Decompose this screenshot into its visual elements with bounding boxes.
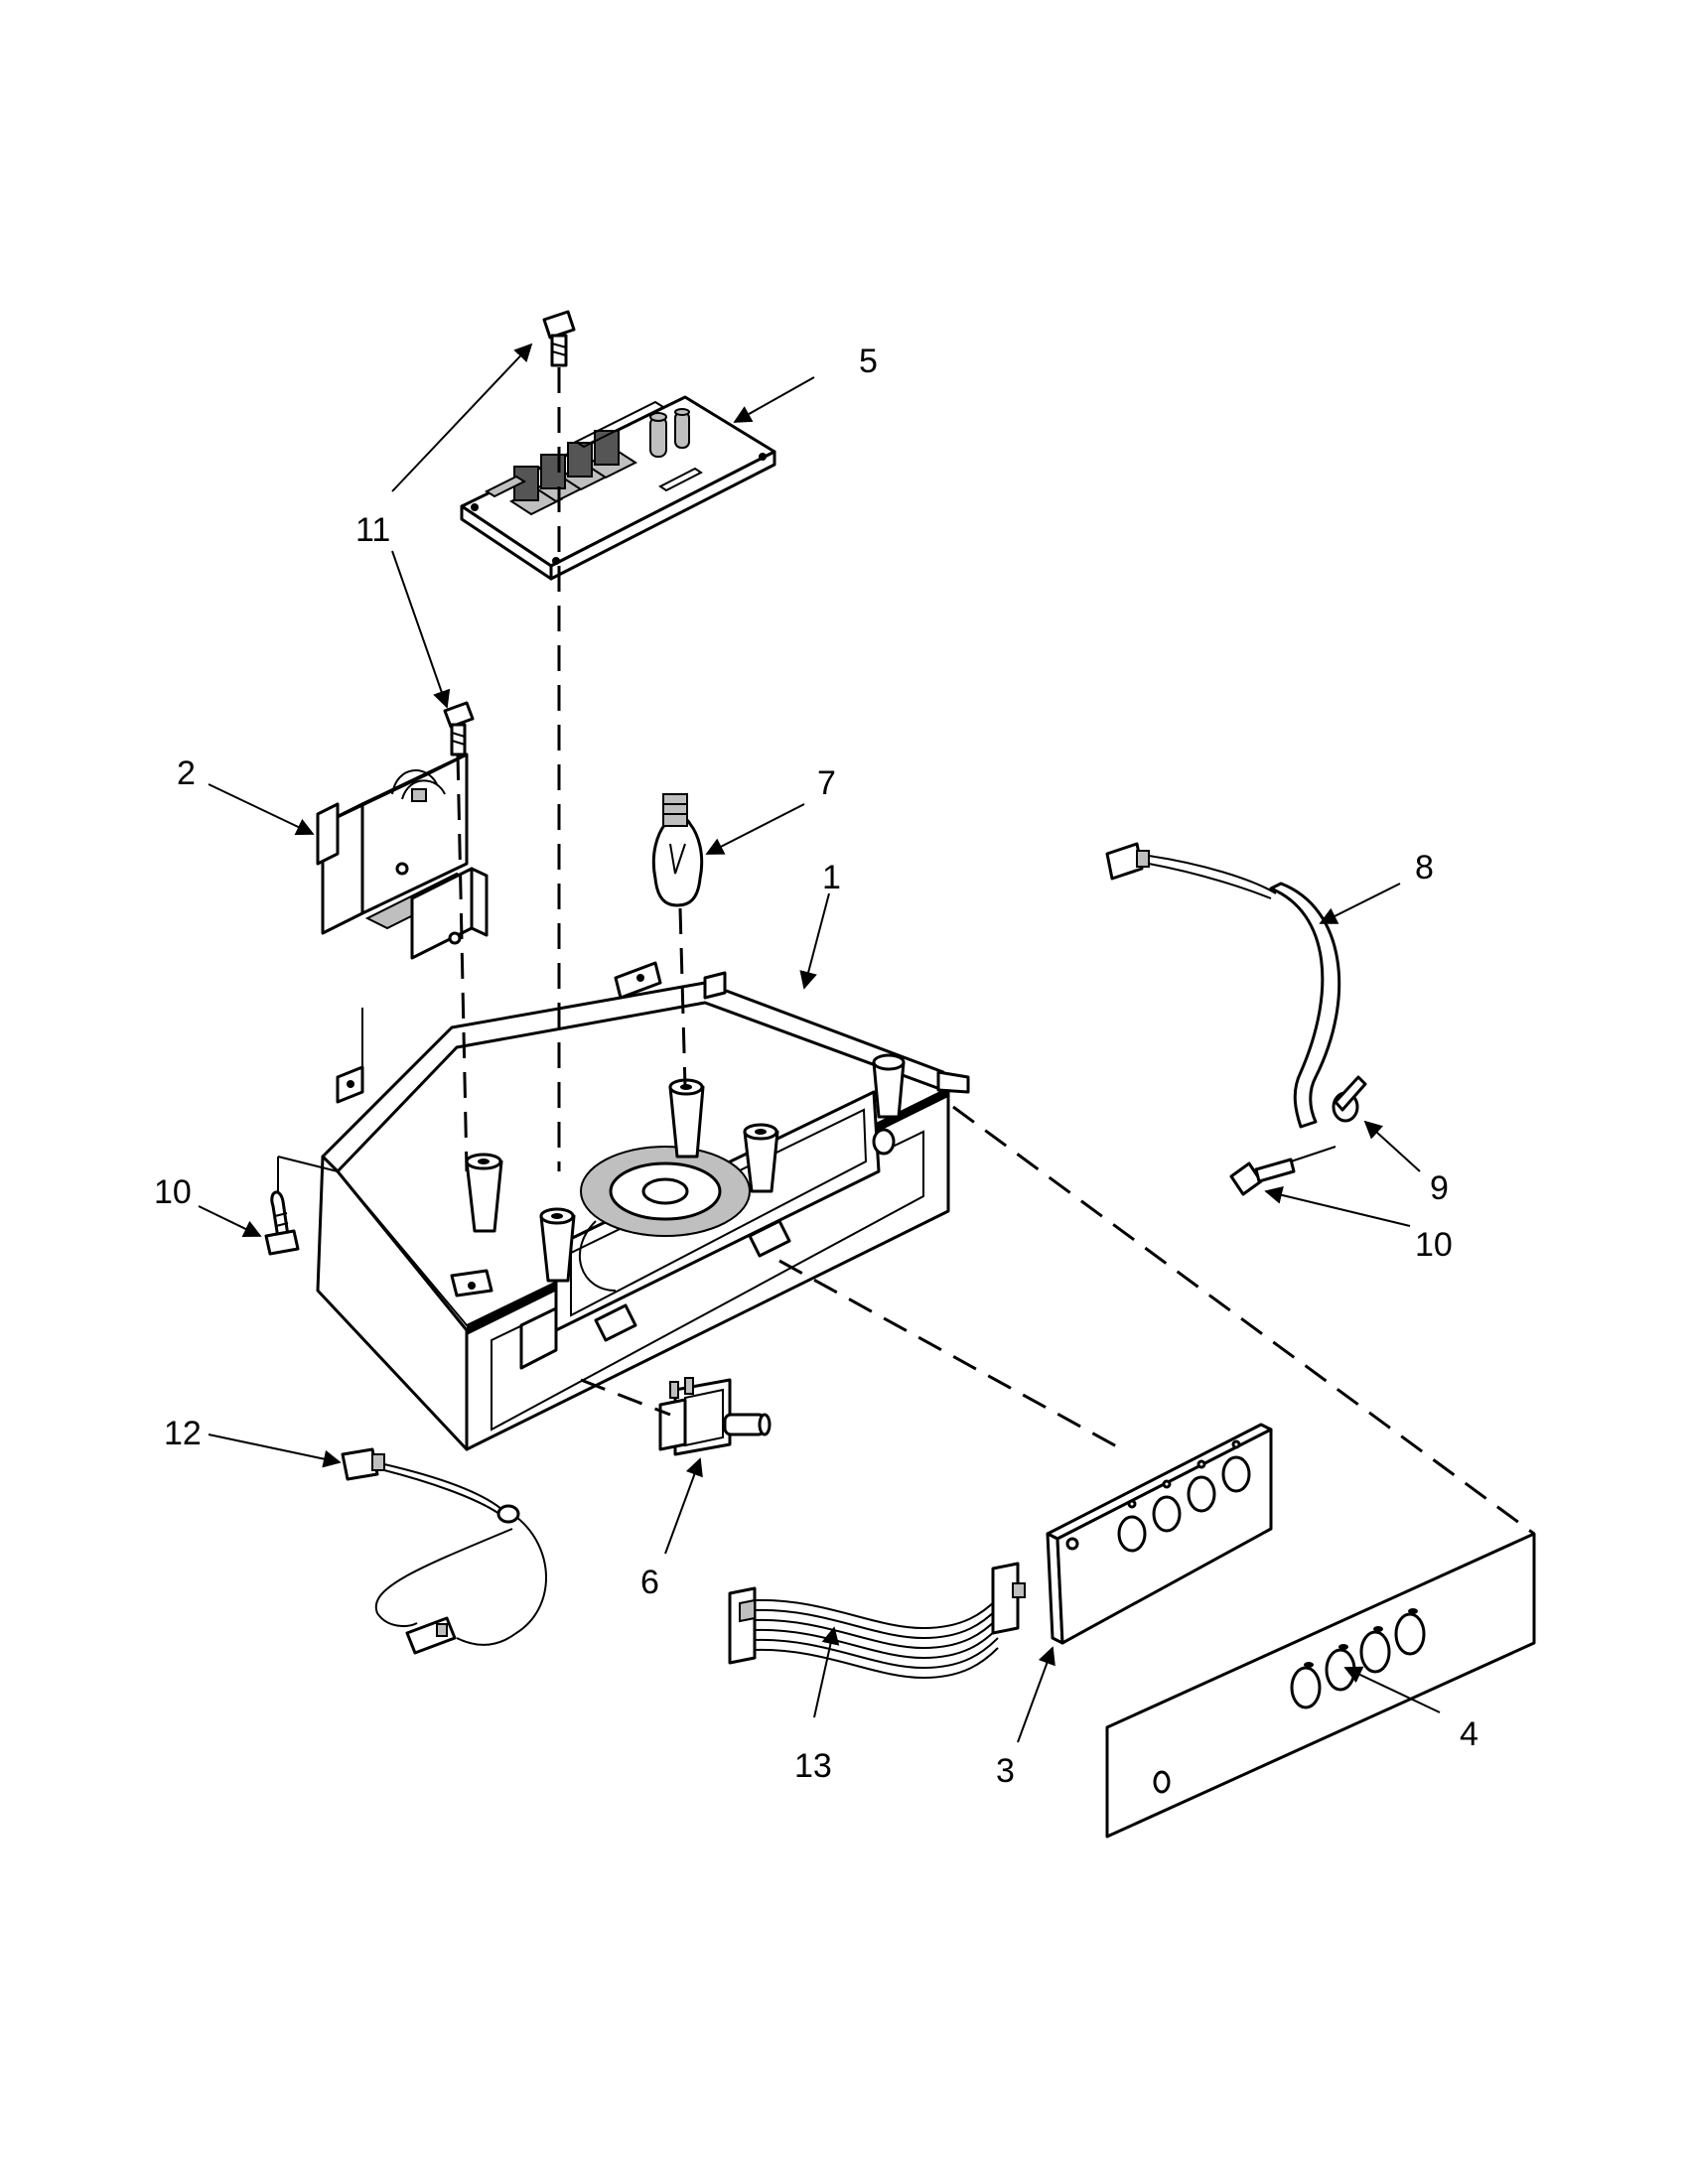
control-panel-overlay-part xyxy=(1105,1532,1536,1839)
callout-6: 6 xyxy=(640,1564,659,1601)
screw-10-left xyxy=(264,1190,300,1256)
callout-leaders xyxy=(198,342,1441,1743)
callout-5: 5 xyxy=(859,342,878,380)
door-switch-part xyxy=(658,1377,772,1456)
screw-11-left xyxy=(443,701,475,756)
screw-11-top xyxy=(542,310,576,367)
callout-4: 4 xyxy=(1460,1715,1478,1753)
callout-11: 11 xyxy=(355,511,390,549)
callout-1: 1 xyxy=(822,859,841,896)
callout-2: 2 xyxy=(177,754,196,792)
wire-harness-8-part xyxy=(1105,842,1341,1129)
callout-10-left: 10 xyxy=(154,1173,192,1211)
callout-13: 13 xyxy=(794,1747,832,1785)
ribbon-harness-part xyxy=(728,1562,1026,1680)
callout-7: 7 xyxy=(817,764,836,802)
callout-12: 12 xyxy=(164,1415,202,1452)
wire-clip-part xyxy=(1332,1075,1367,1123)
control-board-part xyxy=(460,395,776,581)
screw-10-right xyxy=(1229,1146,1336,1196)
callout-labels: 1 2 3 4 5 6 7 8 9 10 10 11 12 13 xyxy=(154,342,1478,1790)
callout-8: 8 xyxy=(1415,849,1434,887)
control-housing-part xyxy=(316,961,970,1451)
callout-10-right: 10 xyxy=(1415,1226,1453,1264)
transformer-part xyxy=(316,752,489,960)
light-bulb-part xyxy=(651,793,704,907)
callout-3: 3 xyxy=(996,1752,1015,1790)
assembly-lines xyxy=(277,367,1535,1536)
callout-9: 9 xyxy=(1430,1169,1449,1207)
sensor-harness-part xyxy=(341,1447,547,1655)
switch-board-part xyxy=(1046,1423,1273,1645)
